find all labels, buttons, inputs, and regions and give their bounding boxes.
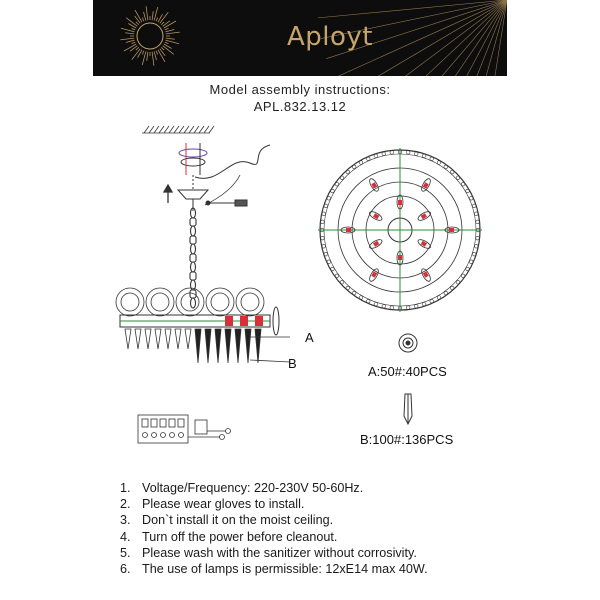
callout-a: A bbox=[305, 330, 314, 345]
part-a-label: A:50#:40PCS bbox=[368, 364, 447, 379]
ceiling-hatch bbox=[142, 125, 215, 134]
canopy bbox=[176, 189, 210, 211]
model-number: APL.832.13.12 bbox=[253, 99, 347, 114]
wiring-diagram bbox=[137, 414, 231, 444]
list-item: 4.Turn off the power before cleanout. bbox=[120, 529, 338, 544]
page-title: Model assembly instructions: bbox=[209, 82, 391, 97]
list-item: 2.Please wear gloves to install. bbox=[120, 497, 305, 512]
list-item: 3.Don`t install it on the moist ceiling. bbox=[120, 513, 334, 528]
brand-logo: Aployt bbox=[287, 22, 374, 52]
list-item: 1.Voltage/Frequency: 220-230V 50-60Hz. bbox=[120, 481, 364, 495]
crystal-a-icon bbox=[398, 333, 418, 353]
part-b-label: B:100#:136PCS bbox=[360, 432, 454, 447]
list-item: 6.The use of lamps is permissible: 12xE1… bbox=[120, 562, 428, 577]
instructions-list: 1.Voltage/Frequency: 220-230V 50-60Hz. 2… bbox=[120, 480, 540, 577]
sunburst-decoration bbox=[120, 0, 507, 76]
brand-banner: Aployt bbox=[93, 0, 507, 76]
crystal-b-icon bbox=[403, 393, 413, 426]
chandelier-top-view bbox=[318, 148, 482, 312]
assembly-drawing bbox=[115, 125, 482, 444]
up-arrow-icon bbox=[162, 183, 174, 203]
screwdriver-icon bbox=[205, 199, 248, 207]
chain bbox=[189, 207, 197, 309]
callout-b: B bbox=[288, 356, 297, 371]
ceiling-mount bbox=[178, 143, 208, 191]
list-item: 5.Please wash with the sanitizer without… bbox=[120, 545, 417, 560]
chandelier-side-view bbox=[115, 287, 280, 364]
